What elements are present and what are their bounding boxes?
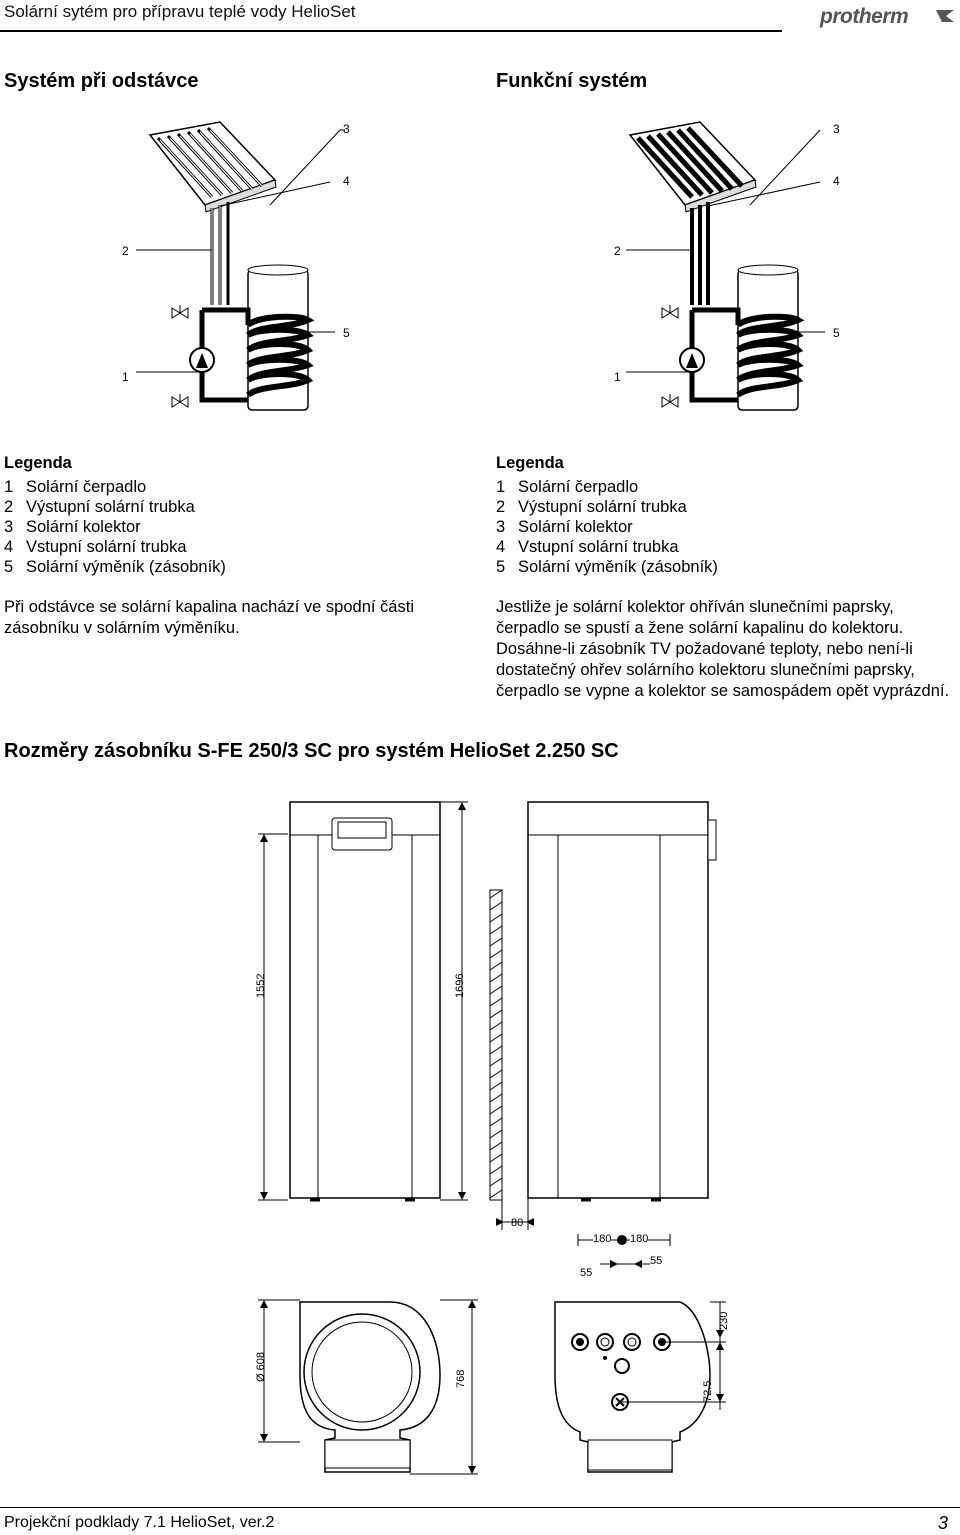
page-header-title: Solární sytém pro přípravu teplé vody He… <box>4 2 356 21</box>
connection <box>596 1333 614 1351</box>
valve <box>171 305 189 319</box>
storage-tank <box>736 264 805 411</box>
diagram-label: 3 <box>343 122 350 136</box>
diagram-label: 4 <box>343 174 350 188</box>
valve <box>661 305 679 319</box>
connection <box>571 1333 589 1351</box>
storage-tank <box>246 264 315 411</box>
tank-front-view <box>258 801 468 1202</box>
solar-collector <box>628 121 757 213</box>
connection <box>623 1333 641 1351</box>
page-number: 3 <box>938 1513 949 1533</box>
connection <box>614 1358 630 1374</box>
header-rule <box>0 30 782 32</box>
valve <box>661 394 679 408</box>
footer-rule <box>0 1507 960 1508</box>
left-system-diagram <box>136 121 345 411</box>
legend-title: Legenda <box>496 454 564 472</box>
dimension-label: 180 <box>593 1233 612 1245</box>
dimension-label: 1552 <box>255 973 267 998</box>
dimension-label: 72.5 <box>702 1380 714 1402</box>
tank-top-view-round <box>258 1299 478 1475</box>
solar-pump <box>679 347 705 373</box>
left-description: Při odstávce se solární kapalina nachází… <box>4 598 414 637</box>
left-section-title: Systém při odstávce <box>4 70 199 92</box>
dimension-label: 180 <box>630 1233 649 1245</box>
diagram-label: 1 <box>122 370 129 384</box>
diagram-label: 3 <box>833 122 840 136</box>
dimension-label: 1696 <box>454 973 466 998</box>
diagram-label: 5 <box>833 326 840 340</box>
protherm-logo: protherm <box>819 5 954 28</box>
right-system-diagram <box>626 121 825 411</box>
svg-text:protherm: protherm <box>819 5 908 28</box>
diagram-label: 5 <box>343 326 350 340</box>
footer-text: Projekční podklady 7.1 HelioSet, ver.2 <box>4 1514 275 1531</box>
right-section-title: Funkční systém <box>496 70 648 92</box>
tank-side-view <box>489 801 717 1230</box>
solar-pump <box>189 347 215 373</box>
dimension-label: 80 <box>511 1217 524 1229</box>
diagram-label: 2 <box>614 244 621 258</box>
dimension-label: 768 <box>455 1369 467 1388</box>
dimensions-title: Rozměry zásobníku S-FE 250/3 SC pro syst… <box>4 740 619 762</box>
solar-collector <box>148 121 277 213</box>
diagram-label: 1 <box>614 370 621 384</box>
dimension-label: 55 <box>580 1267 593 1279</box>
diagram-label: 2 <box>122 244 129 258</box>
dimension-label: 55 <box>650 1255 663 1267</box>
valve <box>171 394 189 408</box>
dimension-label: 230 <box>718 1311 730 1330</box>
tank-connections-view <box>554 1301 726 1473</box>
right-description: Jestliže je solární kolektor ohříván slu… <box>496 598 950 700</box>
legend-title: Legenda <box>4 454 72 472</box>
diagram-label: 4 <box>833 174 840 188</box>
dimension-label: Ø 608 <box>255 1352 267 1382</box>
wall-hatch <box>489 889 503 1201</box>
connection-spacing-dimensions <box>577 1234 671 1268</box>
